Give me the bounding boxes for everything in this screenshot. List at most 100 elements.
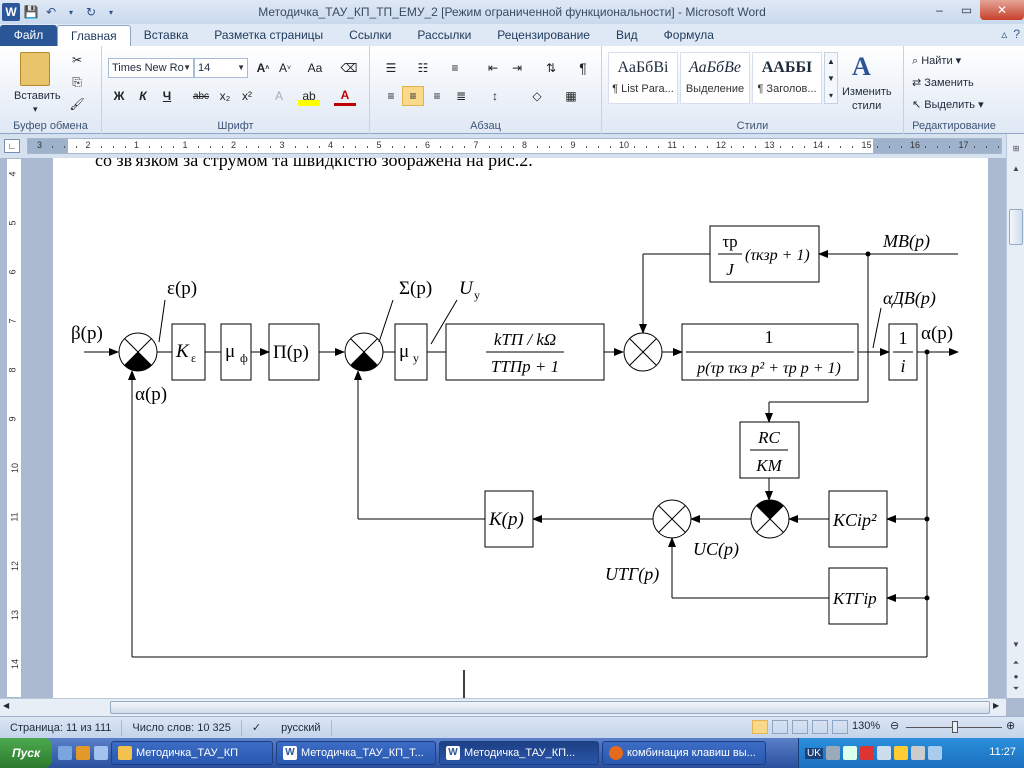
scroll-down-icon[interactable]: ▼ xyxy=(1012,640,1020,649)
paste-dropdown-icon[interactable]: ▾ xyxy=(33,104,38,114)
tab-selector-icon[interactable]: ∟ xyxy=(4,139,20,153)
superscript-button[interactable]: x² xyxy=(242,89,252,103)
zoom-slider-thumb[interactable] xyxy=(952,721,958,733)
change-styles-icon[interactable]: A xyxy=(852,52,871,81)
tray-icon-5[interactable] xyxy=(893,746,908,760)
bullets-icon[interactable]: ☰ xyxy=(385,61,397,75)
tray-icon-4[interactable] xyxy=(876,746,891,760)
quick-launch-icon-1[interactable] xyxy=(58,746,72,760)
italic-button[interactable]: К xyxy=(139,89,147,103)
find-button[interactable]: ⌕ Найти ▾ xyxy=(912,55,962,67)
scroll-left-icon[interactable]: ◀ xyxy=(3,701,10,710)
borders-icon[interactable]: ▦ xyxy=(565,89,577,103)
status-language[interactable]: русский xyxy=(271,719,332,736)
increase-indent-icon[interactable]: ⇥ xyxy=(511,61,523,75)
cut-icon[interactable]: ✂ xyxy=(71,53,83,67)
shading-icon[interactable]: ◇ xyxy=(532,89,542,103)
zoom-out-icon[interactable]: ⊖ xyxy=(890,720,900,732)
justify-icon[interactable]: ≣ xyxy=(455,89,467,103)
horizontal-ruler[interactable]: 321123456789101112131415161718 xyxy=(27,138,1002,154)
volume-icon[interactable] xyxy=(910,746,925,760)
decrease-indent-icon[interactable]: ⇤ xyxy=(487,61,499,75)
status-page[interactable]: Страница: 11 из 111 xyxy=(0,719,123,736)
align-center-icon[interactable]: ≡ xyxy=(402,86,424,106)
zoom-level[interactable]: 130% xyxy=(852,720,881,732)
tab-home[interactable]: Главная xyxy=(57,25,131,46)
format-painter-icon[interactable]: 🖌 xyxy=(69,97,85,111)
status-words[interactable]: Число слов: 10 325 xyxy=(122,719,242,736)
zoom-in-icon[interactable]: ⊕ xyxy=(1006,720,1016,732)
tray-icon-1[interactable] xyxy=(825,746,840,760)
shrink-font-icon[interactable]: A˅ xyxy=(278,61,292,75)
tab-references[interactable]: Ссылки xyxy=(349,28,392,42)
select-button[interactable]: ↖ Выделить ▾ xyxy=(912,99,984,111)
minimize-ribbon-icon[interactable]: ▵ xyxy=(1001,27,1008,41)
style-heading[interactable]: ААББІ ¶ Заголов... xyxy=(752,52,822,104)
change-styles-label-2[interactable]: стили xyxy=(852,100,882,112)
line-spacing-icon[interactable]: ↕ xyxy=(492,89,498,103)
maximize-icon[interactable]: ▭ xyxy=(960,3,973,17)
tab-review[interactable]: Рецензирование xyxy=(497,28,590,42)
network-icon[interactable] xyxy=(927,746,942,760)
styles-scroll-icon[interactable]: ▲▼▾ xyxy=(824,52,838,104)
align-left-icon[interactable]: ≡ xyxy=(387,89,395,103)
redo-icon[interactable]: ↻ xyxy=(85,5,97,19)
tab-view[interactable]: Вид xyxy=(615,28,638,42)
align-right-icon[interactable]: ≡ xyxy=(433,89,441,103)
previous-page-icon[interactable]: ⏶ xyxy=(1012,658,1020,667)
quick-launch-icon-3[interactable] xyxy=(94,746,108,760)
style-list-paragraph[interactable]: АаБбВі ¶ List Para... xyxy=(608,52,678,104)
taskbar-item-1[interactable]: Методичка_ТАУ_КП xyxy=(111,741,273,765)
multilevel-list-icon[interactable]: ≡ xyxy=(451,61,459,75)
paste-icon[interactable] xyxy=(20,52,50,86)
replace-button[interactable]: ⇄ Заменить xyxy=(912,76,974,89)
horizontal-scroll-thumb[interactable] xyxy=(110,701,990,714)
vertical-scrollbar[interactable]: ⊞ ▲ ▼ ⏶ ● ⏷ xyxy=(1006,134,1024,698)
taskbar-item-4[interactable]: комбинация клавиш вы... xyxy=(602,741,766,765)
sort-icon[interactable]: ⇅ xyxy=(545,61,557,75)
outline-icon[interactable] xyxy=(812,720,828,734)
font-color-icon[interactable]: A xyxy=(334,86,356,106)
tab-formula[interactable]: Формула xyxy=(663,28,714,42)
font-name-combo[interactable]: Times New Ro▼ xyxy=(108,58,194,78)
minimize-icon[interactable]: – xyxy=(936,3,943,17)
tab-file[interactable]: Файл xyxy=(0,25,57,46)
horizontal-scrollbar[interactable]: ◀ ▶ xyxy=(0,698,1006,716)
tray-icon-2[interactable] xyxy=(842,746,857,760)
copy-icon[interactable]: ⎘ xyxy=(72,74,82,89)
font-size-combo[interactable]: 14▼ xyxy=(194,58,248,78)
browse-object-icon[interactable]: ● xyxy=(1013,672,1019,681)
scroll-right-icon[interactable]: ▶ xyxy=(993,701,1000,710)
vertical-scroll-thumb[interactable] xyxy=(1009,209,1023,245)
print-layout-icon[interactable] xyxy=(752,720,768,734)
clear-format-icon[interactable]: ⌫ xyxy=(340,61,358,75)
tray-icon-3[interactable] xyxy=(859,746,874,760)
grow-font-icon[interactable]: A˄ xyxy=(256,61,270,75)
strikethrough-button[interactable]: abc xyxy=(192,90,210,102)
full-screen-icon[interactable] xyxy=(772,720,788,734)
draft-icon[interactable] xyxy=(832,720,848,734)
tab-insert[interactable]: Вставка xyxy=(143,28,189,42)
language-indicator[interactable]: UK xyxy=(805,747,823,759)
tab-page-layout[interactable]: Разметка страницы xyxy=(214,28,324,42)
customize-qa-icon[interactable]: ▾ xyxy=(108,7,113,17)
show-formatting-button[interactable]: ¶ xyxy=(579,60,587,76)
tab-mailings[interactable]: Рассылки xyxy=(417,28,472,42)
bold-button[interactable]: Ж xyxy=(113,89,125,103)
text-effects-icon[interactable]: A xyxy=(274,89,283,103)
numbering-icon[interactable]: ☷ xyxy=(417,61,429,75)
dropdown-icon[interactable]: ▾ xyxy=(68,7,73,17)
web-layout-icon[interactable] xyxy=(792,720,808,734)
underline-button[interactable]: Ч xyxy=(162,89,172,103)
clock[interactable]: 11:27 xyxy=(989,746,1016,758)
change-styles-label-1[interactable]: Изменить xyxy=(842,86,892,98)
highlight-icon[interactable]: ab xyxy=(298,86,320,106)
change-case-button[interactable]: Aa xyxy=(307,61,323,75)
page[interactable]: со зв'язком за струмом та швидкістю зобр… xyxy=(53,158,988,699)
next-page-icon[interactable]: ⏷ xyxy=(1012,684,1020,693)
save-icon[interactable]: 💾 xyxy=(23,5,39,19)
undo-icon[interactable]: ↶ xyxy=(45,5,57,19)
